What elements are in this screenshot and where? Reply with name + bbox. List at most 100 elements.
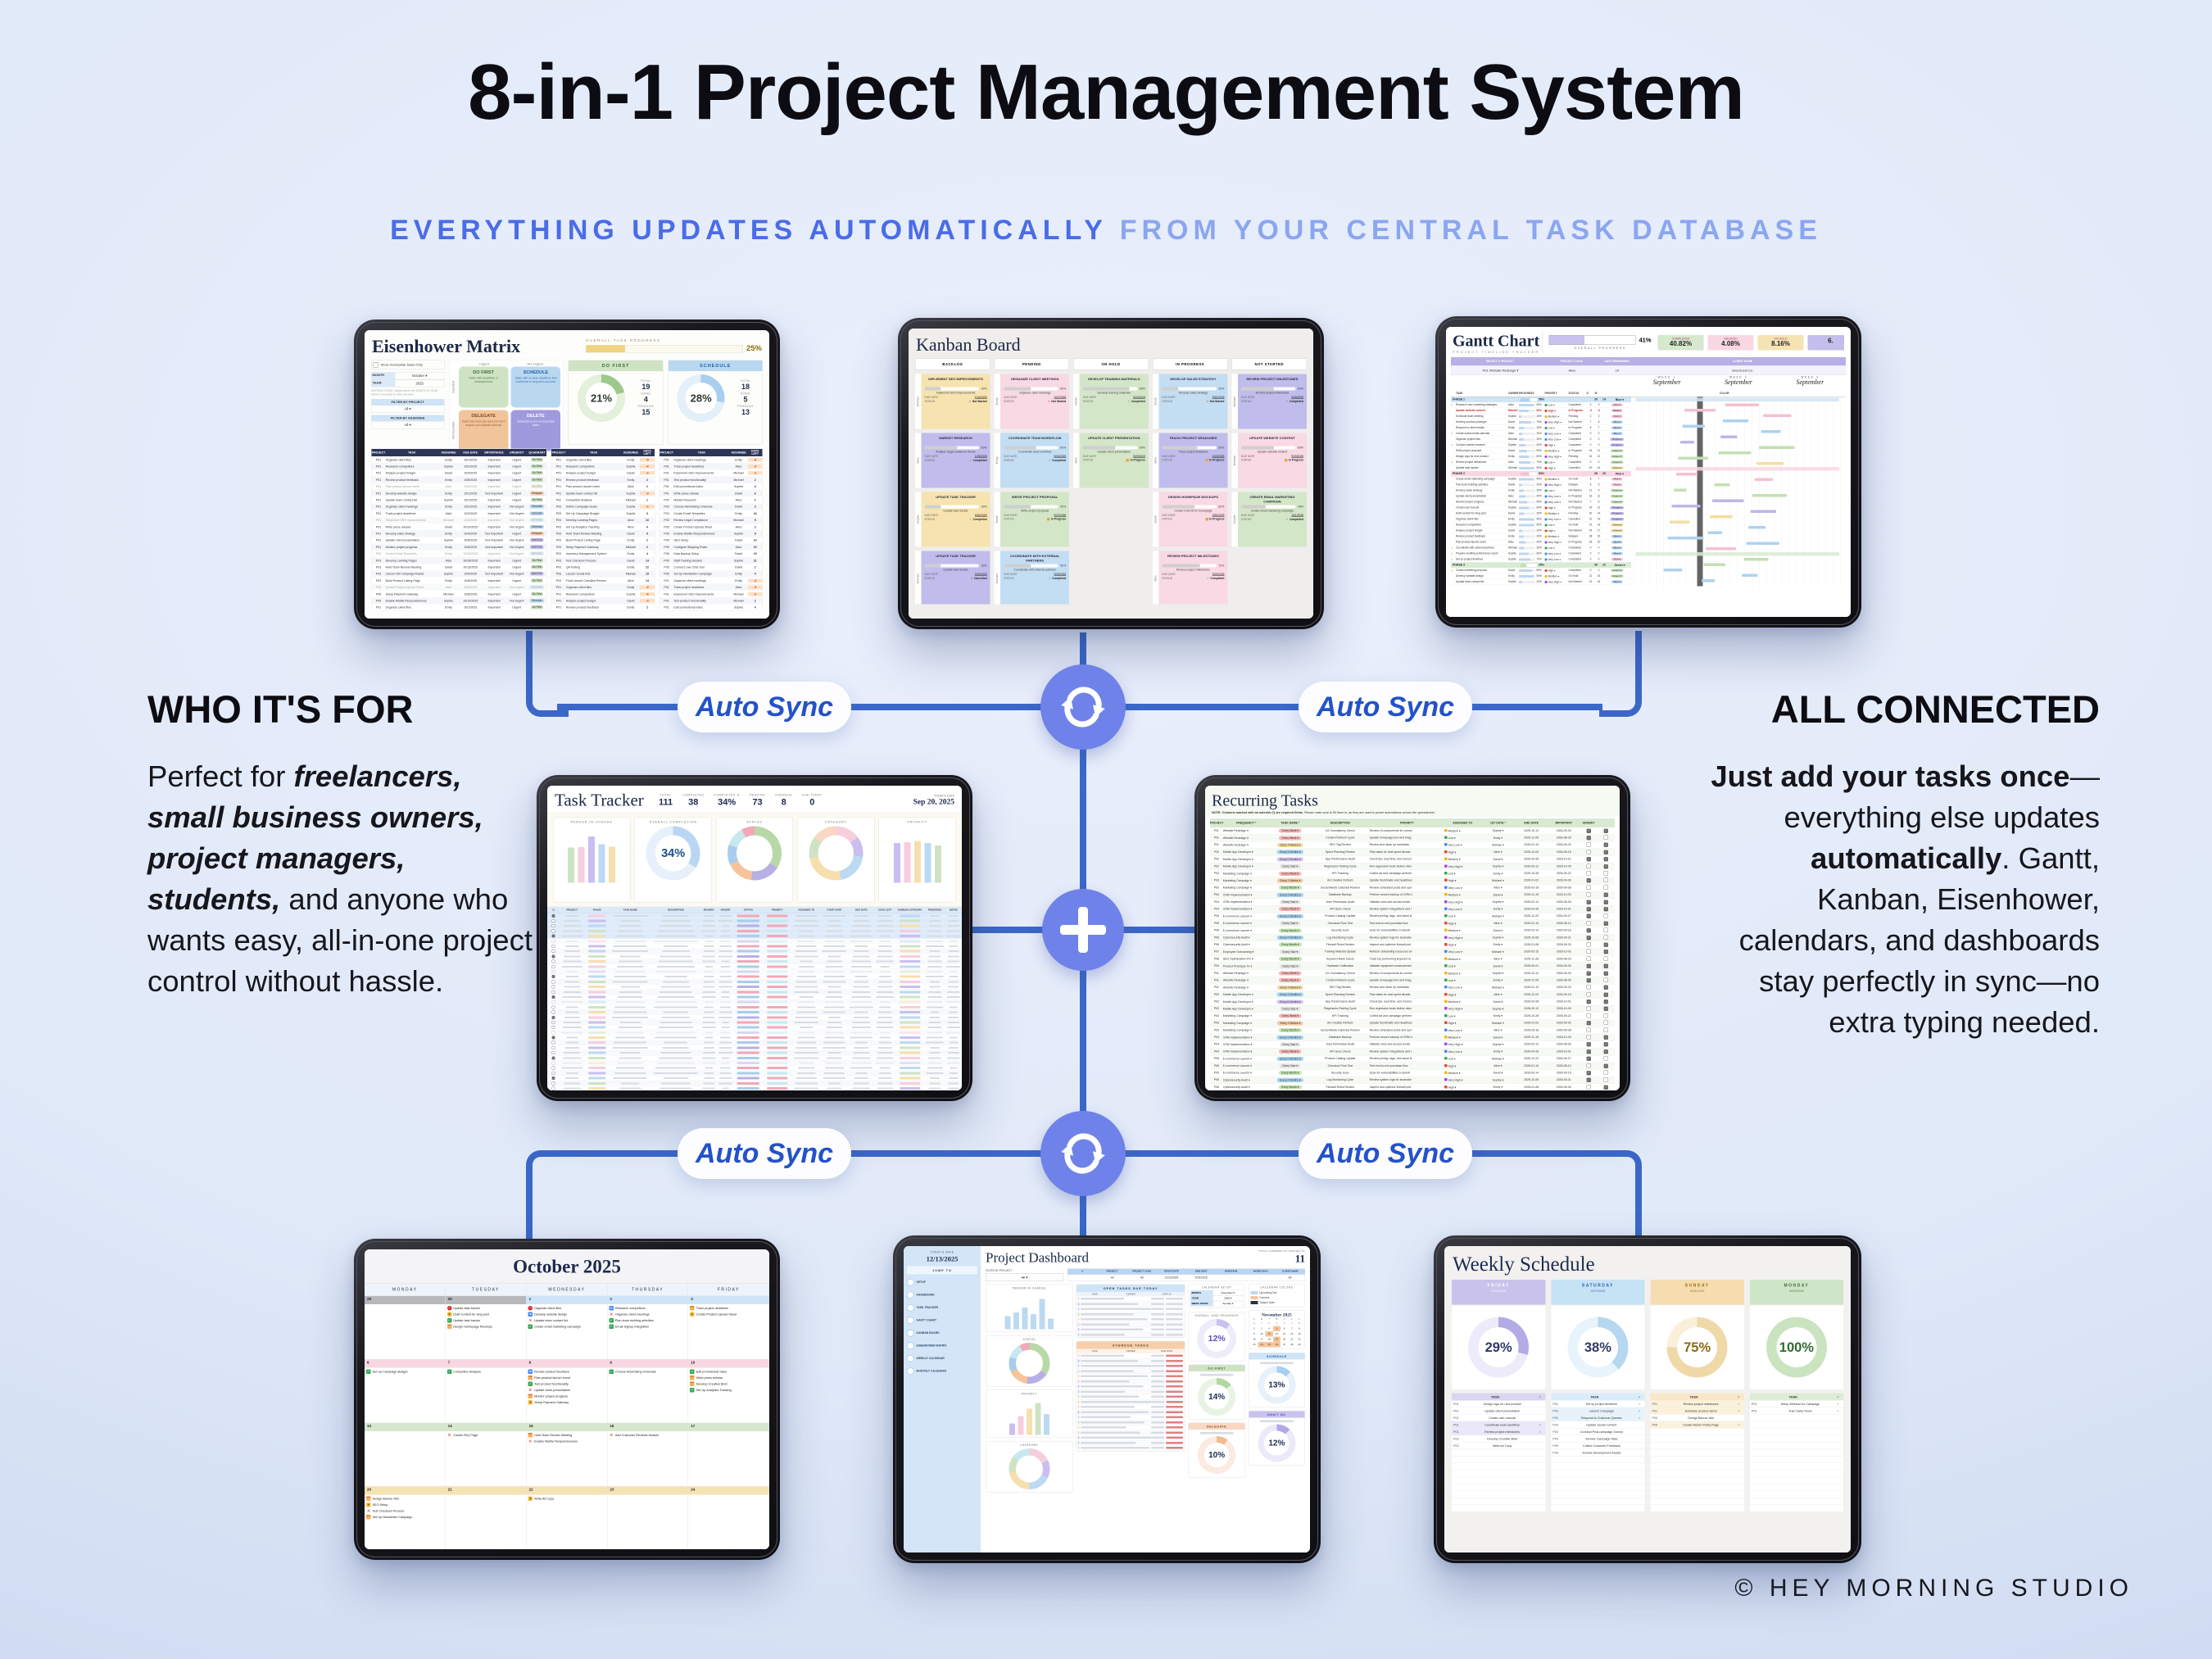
checkbox[interactable]: ✓ <box>1603 942 1609 947</box>
table-row[interactable] <box>1077 1307 1185 1312</box>
checkbox[interactable]: ✓ <box>1603 1035 1609 1040</box>
calendar-event[interactable]: ✓Set Up Analytics Tracking <box>690 1388 732 1393</box>
calendar-event[interactable]: ★Create Product Upload Sheet <box>690 1312 737 1317</box>
checkbox[interactable]: ✓ <box>1586 857 1591 862</box>
checkbox[interactable]: ✓ <box>1586 1077 1591 1083</box>
checkbox[interactable] <box>1586 1027 1591 1032</box>
table-row[interactable]: P01 Website Redesign ▾ Every Week ▾ UX C… <box>1210 969 1615 977</box>
checkbox[interactable]: ✓ <box>1603 842 1609 848</box>
project-filter-select[interactable]: All ▾ <box>986 1273 1063 1281</box>
checkbox[interactable]: ✓ <box>1586 971 1591 976</box>
checkbox[interactable] <box>1603 927 1609 933</box>
kanban-card[interactable]: Sophie UPDATE TASK TRACKER 30% Update ta… <box>915 492 990 547</box>
table-row[interactable] <box>1077 1374 1185 1380</box>
table-row[interactable]: ✓ <box>547 1014 962 1021</box>
table-row[interactable] <box>547 918 962 924</box>
checkbox[interactable] <box>1603 877 1609 883</box>
checkbox[interactable] <box>551 1031 555 1035</box>
checkbox[interactable]: ✓ <box>1586 935 1591 941</box>
calendar-event[interactable]: ✕Create FAQ Page <box>447 1433 478 1438</box>
calendar-event[interactable]: ✓Competitor Analysis <box>446 1369 481 1374</box>
checkbox[interactable] <box>1586 1084 1591 1090</box>
table-row[interactable] <box>1077 1379 1185 1385</box>
checkbox[interactable] <box>1603 977 1609 982</box>
month-select[interactable]: October ▾ <box>395 372 445 380</box>
calendar-day-cell[interactable]: 29 <box>365 1296 446 1359</box>
table-row[interactable]: P04 CRM Implementation ▾ Every Year ▾ Us… <box>1210 898 1615 906</box>
calendar-event[interactable]: ✕Update team contact list <box>528 1318 568 1323</box>
table-row[interactable]: P04 CRM Implementation ▾ Every 3 Months … <box>1210 891 1615 899</box>
checkbox[interactable] <box>1603 935 1609 940</box>
checkbox[interactable]: ✓ <box>1603 1085 1609 1090</box>
checkbox[interactable] <box>1586 1006 1591 1011</box>
calendar-event[interactable]: ✕Organize client meetings <box>609 1312 650 1317</box>
table-row[interactable] <box>547 938 962 945</box>
table-row[interactable]: P04 CRM Implementation ▾ Every Week ▾ AP… <box>1210 905 1615 913</box>
table-row[interactable]: ✓ <box>547 913 962 919</box>
sidebar-nav-item[interactable]: DASHBOARD <box>907 1290 977 1300</box>
calendar-day-cell[interactable]: 23 <box>607 1486 689 1549</box>
table-row[interactable] <box>1077 1430 1185 1435</box>
table-row[interactable]: P05 E-commerce Launch ▾ Every Year ▾ Che… <box>1210 1062 1615 1070</box>
calendar-event[interactable]: ★Draft content for blog post <box>446 1312 489 1317</box>
checkbox[interactable]: ✓ <box>1586 977 1591 983</box>
calendar-event[interactable]: ✓Plan team building activities <box>609 1318 654 1323</box>
calendar-day-cell[interactable]: 22 ★Write Ad Copy <box>526 1486 608 1549</box>
table-row[interactable] <box>547 1030 962 1036</box>
table-row[interactable]: P02 Mobile App Developm ▾ Every 6 Months… <box>1210 998 1615 1006</box>
checkbox[interactable]: ✓ <box>1586 878 1591 883</box>
calendar-event[interactable]: –Organize client files <box>528 1306 562 1311</box>
table-row[interactable]: P06 Cybersecurity Audit ▾ Every 2 Months… <box>1210 1077 1615 1085</box>
checkbox[interactable]: ✓ <box>1586 999 1591 1004</box>
checkbox[interactable] <box>1586 842 1591 847</box>
checkbox[interactable] <box>551 1010 555 1014</box>
checkbox[interactable]: ✓ <box>1603 985 1609 990</box>
calendar-event[interactable]: ✓Edit promotional video <box>690 1369 728 1374</box>
table-row[interactable] <box>1077 1358 1185 1364</box>
kanban-card[interactable]: David DEVELOP TRAINING MATERIALS 85% Dev… <box>1073 374 1149 429</box>
checkbox[interactable]: ✓ <box>1586 1049 1591 1054</box>
kanban-card[interactable]: Michael COORDINATE WITH EXTERNAL PARTNER… <box>994 551 1070 605</box>
checkbox[interactable] <box>551 1005 555 1009</box>
calendar-event[interactable]: ★Setup Payment Gateway <box>528 1400 569 1405</box>
table-row[interactable] <box>1077 1384 1185 1389</box>
table-row[interactable]: P07 Employee Onboarding ▾ Every Year ▾ T… <box>1210 948 1615 956</box>
table-row[interactable] <box>547 963 962 970</box>
checkbox[interactable]: ✓ <box>551 1077 555 1081</box>
table-row[interactable] <box>1077 1404 1185 1410</box>
checkbox[interactable]: ✓ <box>1603 992 1609 997</box>
